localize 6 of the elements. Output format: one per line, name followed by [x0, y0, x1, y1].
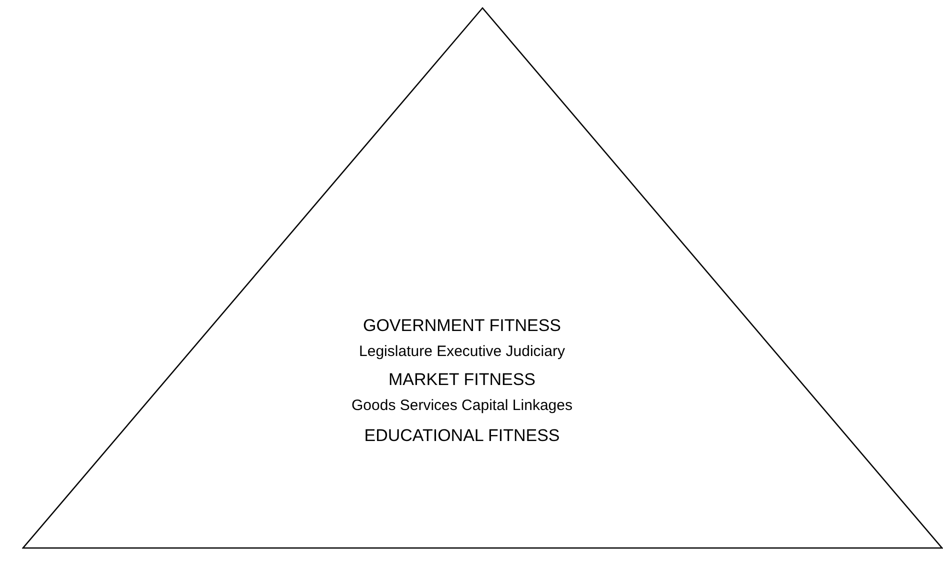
tier-components: Legislature Executive Judiciary [358, 343, 566, 360]
tier-heading: GOVERNMENT FITNESS [362, 316, 562, 336]
tier-heading: MARKET FITNESS [387, 370, 537, 390]
tier-components: Goods Services Capital Linkages [350, 397, 574, 414]
pyramid-triangle [22, 7, 943, 549]
tier-heading: EDUCATIONAL FITNESS [363, 426, 561, 446]
